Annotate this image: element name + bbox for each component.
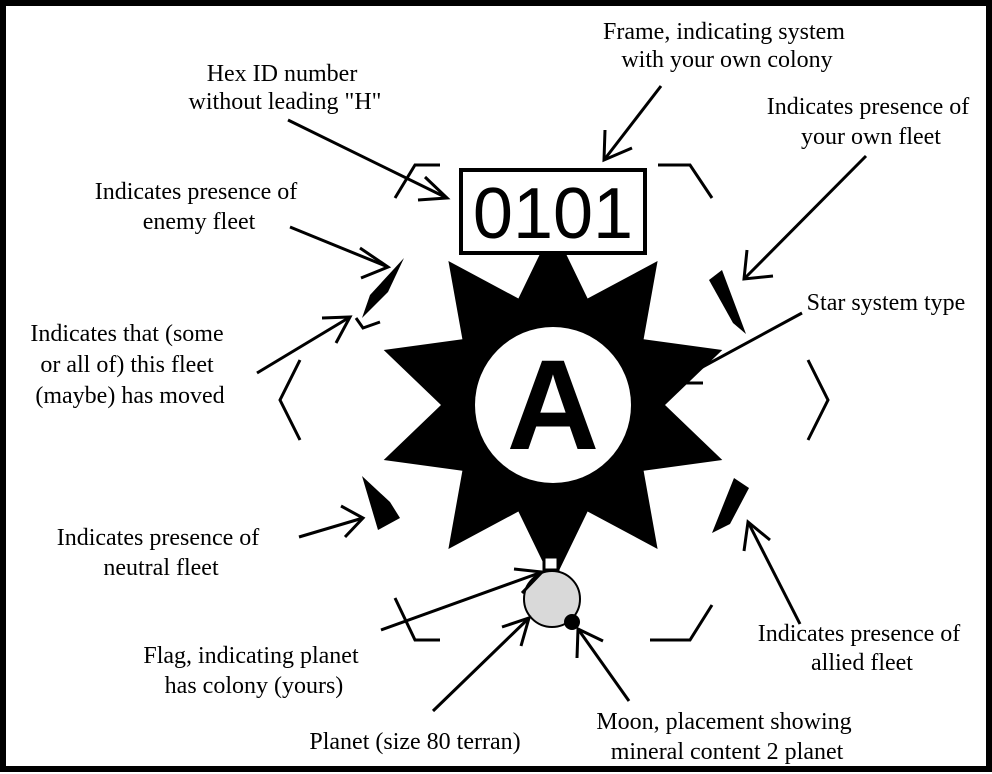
label-allied-fleet: Indicates presence of allied fleet bbox=[758, 621, 967, 676]
label-moved: Indicates that (some or all of) this fle… bbox=[30, 321, 229, 409]
star-system-type-letter: A bbox=[507, 334, 599, 477]
pointer-arrows bbox=[256, 85, 868, 713]
planet bbox=[523, 570, 581, 628]
star-inner-disc bbox=[475, 327, 631, 483]
label-neutral-fleet: Indicates presence of neutral fleet bbox=[57, 525, 266, 581]
allied-fleet-marker bbox=[712, 478, 749, 533]
enemy-fleet-marker bbox=[362, 258, 404, 318]
label-moon: Moon, placement showing mineral content … bbox=[596, 709, 857, 765]
colony-flag bbox=[542, 555, 560, 572]
label-frame: Frame, indicating system with your own c… bbox=[603, 19, 851, 73]
label-enemy-fleet: Indicates presence of enemy fleet bbox=[95, 179, 304, 235]
label-hex-id: Hex ID number without leading "H" bbox=[189, 61, 382, 115]
label-planet: Planet (size 80 terran) bbox=[309, 729, 520, 755]
callout-labels: Frame, indicating system with your own c… bbox=[30, 19, 976, 765]
hex-id-number: 0101 bbox=[473, 174, 633, 254]
colony-frame bbox=[459, 168, 647, 255]
own-fleet-marker bbox=[709, 270, 746, 334]
label-own-fleet: Indicates presence of your own fleet bbox=[767, 94, 976, 150]
label-flag: Flag, indicating planet has colony (your… bbox=[143, 643, 364, 699]
moved-indicator bbox=[354, 317, 381, 330]
neutral-fleet-marker bbox=[362, 476, 400, 530]
hex-outline bbox=[278, 163, 830, 642]
label-star-type: Star system type bbox=[807, 290, 966, 316]
moon bbox=[564, 614, 580, 630]
